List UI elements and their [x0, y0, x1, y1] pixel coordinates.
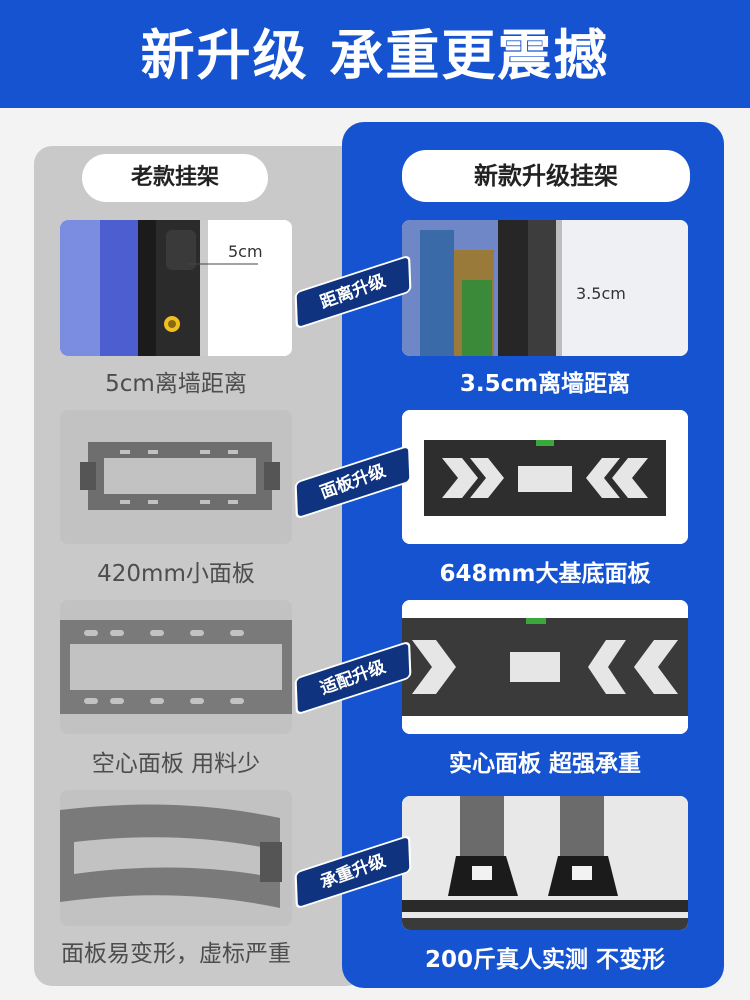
load-upgrade-badge: 承重升级: [294, 834, 412, 910]
new-caption-2: 648mm大基底面板: [439, 561, 651, 587]
new-load-test-image: [402, 796, 688, 930]
old-caption-1: 5cm离墙距离: [105, 371, 247, 397]
new-caption-3: 实心面板 超强承重: [448, 751, 641, 777]
distance-upgrade-badge: 距离升级: [294, 254, 412, 330]
new-distance-image: 3.5cm: [402, 220, 688, 356]
new-bracket-label: 新款升级挂架: [402, 150, 690, 202]
new-large-panel-image: [402, 410, 688, 544]
new-caption-1: 3.5cm离墙距离: [459, 371, 631, 397]
new-caption-4: 200斤真人实测 不变形: [424, 947, 666, 973]
header-banner: 新升级 承重更震撼: [0, 0, 750, 108]
old-hollow-panel-image: [60, 600, 292, 734]
new-solid-panel-image: [402, 600, 688, 734]
old-small-panel-image: [60, 410, 292, 544]
old-distance-image: 5cm: [60, 220, 292, 356]
old-distance-value: 5cm: [228, 242, 263, 261]
old-caption-4: 面板易变形，虚标严重: [61, 941, 291, 967]
old-caption-2: 420mm小面板: [97, 561, 255, 587]
page-title: 新升级 承重更震撼: [140, 24, 610, 87]
old-deformed-panel-image: [60, 790, 292, 926]
old-bracket-label: 老款挂架: [82, 154, 268, 202]
old-caption-3: 空心面板 用料少: [91, 751, 261, 777]
compat-upgrade-badge: 适配升级: [294, 640, 412, 716]
new-distance-value: 3.5cm: [576, 284, 626, 303]
panel-upgrade-badge: 面板升级: [294, 444, 412, 520]
